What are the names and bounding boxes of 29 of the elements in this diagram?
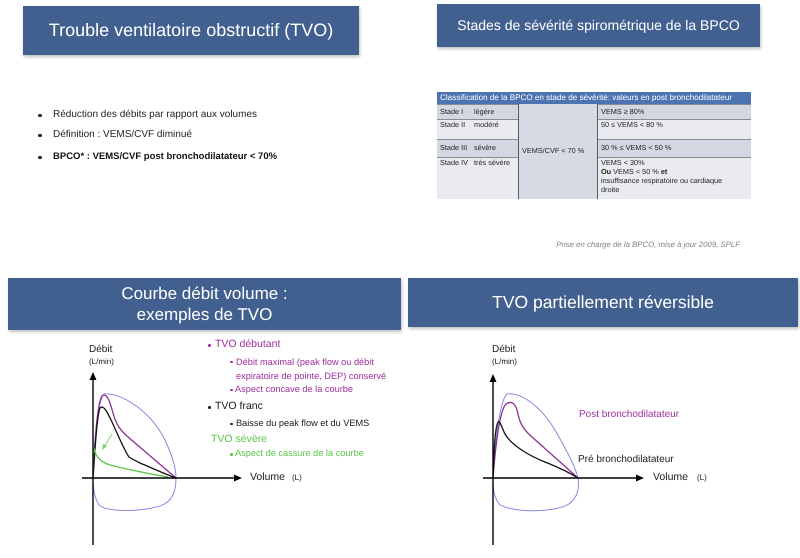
list-item-text: Débit maximal (peak flow ou débit expiratoire de pointe, DEP) conservé	[236, 356, 388, 383]
axis-label: Volume	[653, 471, 688, 484]
bullet-text: Réduction des débits par rapport aux volumes	[53, 109, 258, 122]
curve-label: Pré bronchodilatateur	[578, 454, 674, 466]
bullet-text: BPCO* : VEMS/CVF post bronchodilatateur < 70%	[53, 151, 278, 163]
axis-unit: (L/min)	[492, 357, 517, 367]
axis-unit: (L)	[697, 473, 707, 483]
axis-label: Débit	[89, 344, 112, 356]
axis-label: Débit	[492, 344, 516, 356]
title-banner	[23, 6, 359, 55]
title-banner	[408, 278, 798, 327]
axis-unit: (L)	[292, 473, 302, 483]
slide-title: Courbe débit volume : exemples de TVO	[120, 282, 289, 326]
slide-title: Stades de sévérité spirométrique de la BPCO	[457, 16, 740, 34]
title-banner	[8, 278, 401, 330]
axis-unit: (L/min)	[89, 357, 114, 367]
axis-label: Volume	[250, 471, 286, 484]
list-item-text: Aspect de cassure de la courbe	[235, 448, 364, 460]
table-header: Classification de la BPCO en stade de sévérité: valeurs en post bronchodilatateur	[437, 92, 751, 104]
curve-label: Post bronchodilatateur	[579, 409, 680, 422]
list-heading: TVO sévère	[211, 433, 268, 446]
list-heading: TVO franc	[215, 400, 263, 414]
list-item-text: Baisse du peak flow et du VEMS	[236, 418, 370, 430]
bullet-text: Définition : VEMS/CVF diminué	[53, 129, 192, 142]
slide-title: Trouble ventilatoire obstructif (TVO)	[48, 19, 334, 42]
title-banner	[437, 4, 760, 47]
list-heading: TVO débutant	[215, 338, 280, 352]
slide-title: TVO partiellement réversible	[492, 292, 714, 314]
list-item-text: Aspect concave de la courbe	[235, 384, 353, 396]
